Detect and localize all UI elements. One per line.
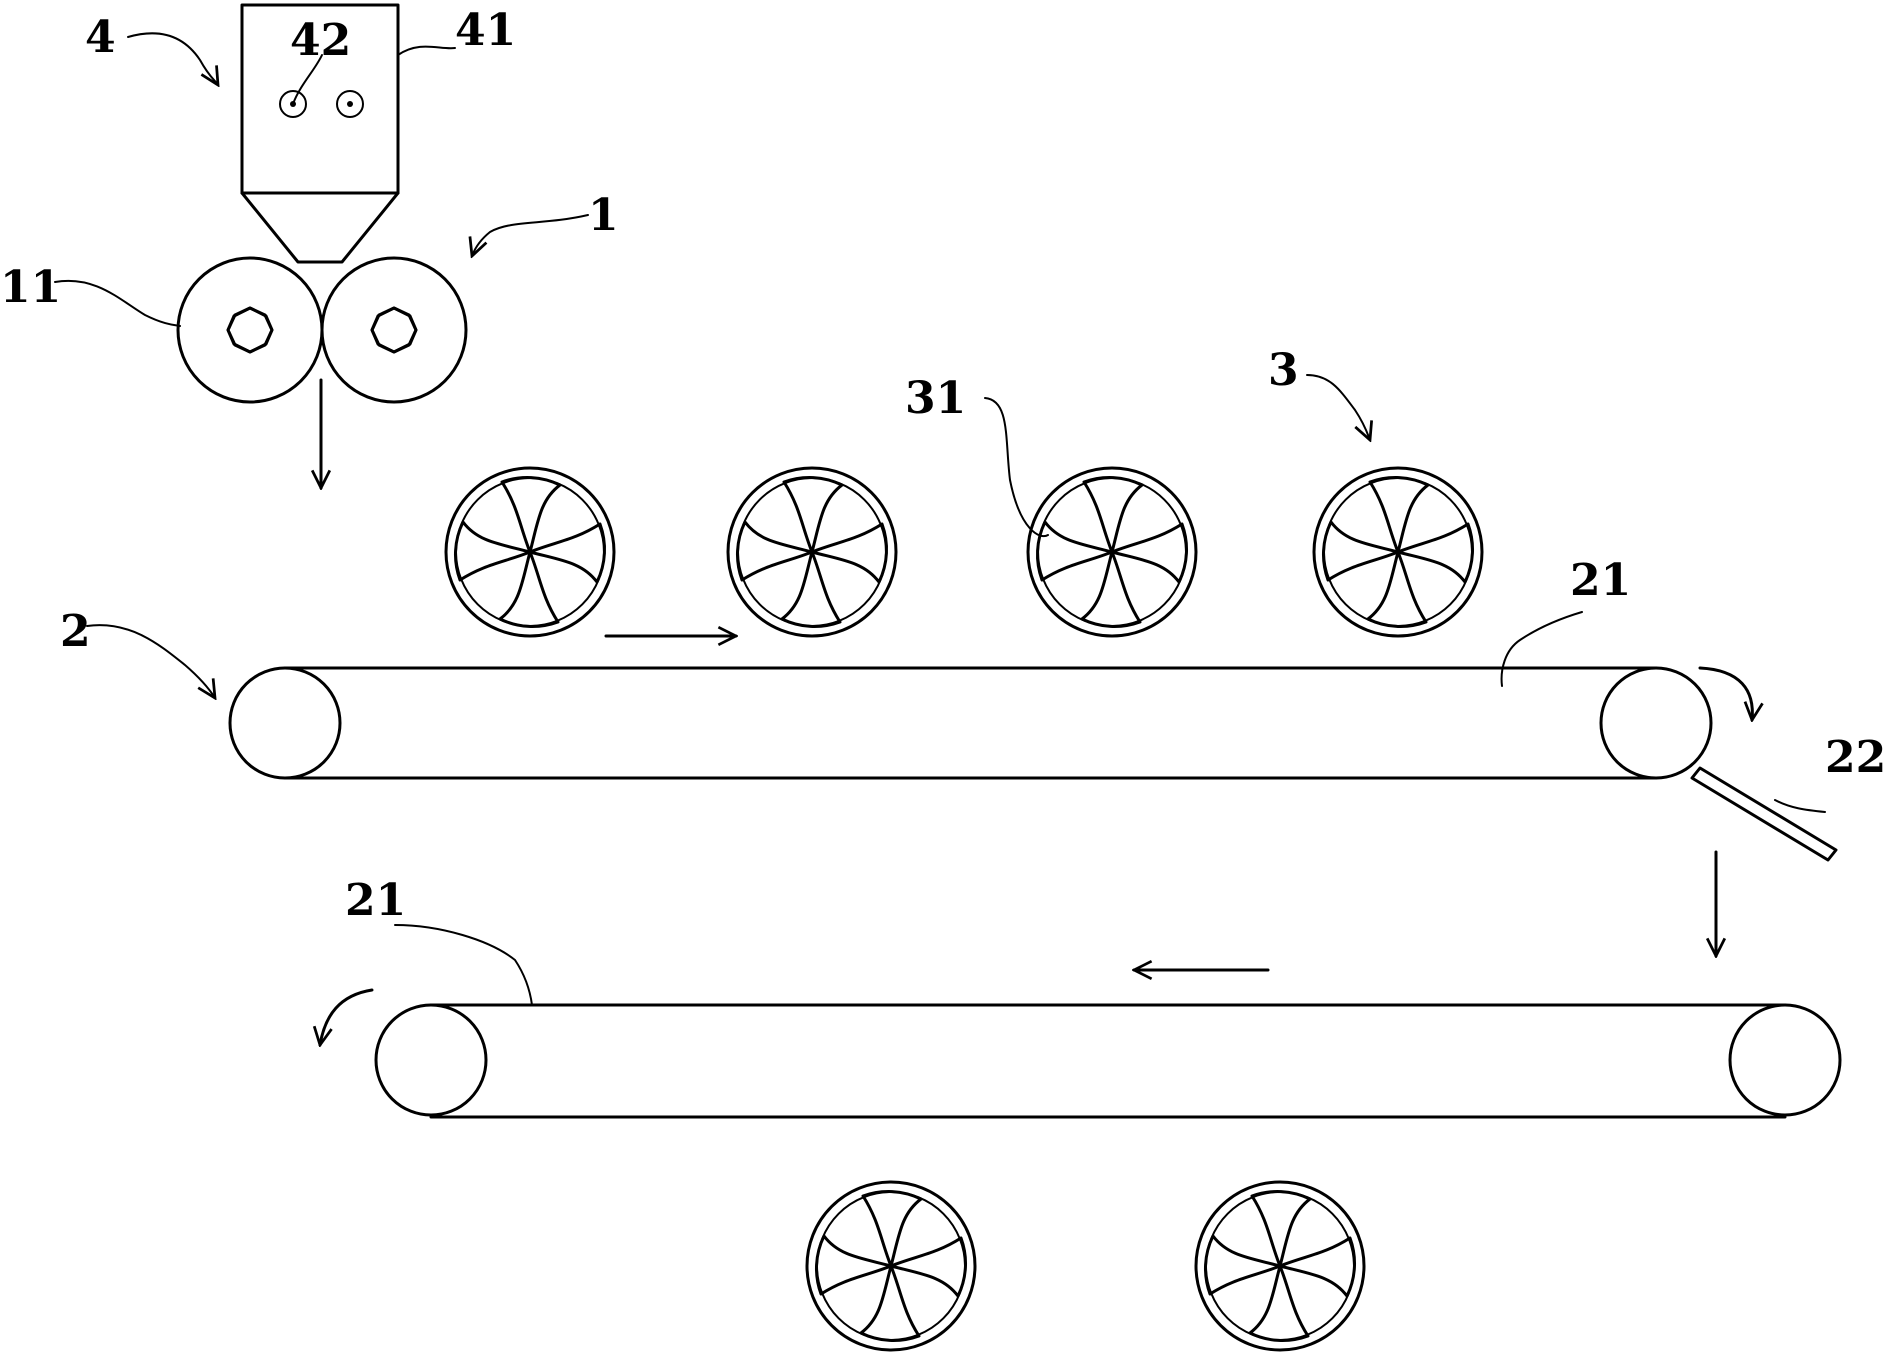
lower-conveyor <box>320 970 1842 1119</box>
label-guide-plate: 22 <box>1825 732 1886 783</box>
diagram-labels: 4 41 42 1 11 2 3 31 21 22 21 <box>0 5 1886 926</box>
label-belt-lower: 21 <box>345 875 406 926</box>
label-crush-roller: 11 <box>0 262 61 313</box>
label-fan-unit: 3 <box>1268 345 1299 396</box>
label-belt-upper: 21 <box>1570 555 1631 606</box>
upper-conveyor <box>228 636 1752 780</box>
upper-fans <box>446 468 1482 636</box>
crushing-rollers <box>176 256 468 488</box>
leader-lines <box>54 32 1826 1006</box>
label-crusher: 1 <box>588 190 619 241</box>
label-hopper: 41 <box>455 5 516 56</box>
label-feeder: 4 <box>85 12 116 63</box>
lower-fans <box>807 1182 1364 1350</box>
guide-plate <box>1690 766 1838 956</box>
label-conveyor: 2 <box>60 606 91 657</box>
feeder-hopper <box>240 3 400 264</box>
label-fan: 31 <box>905 373 966 424</box>
label-hopper-roller: 42 <box>290 15 351 66</box>
